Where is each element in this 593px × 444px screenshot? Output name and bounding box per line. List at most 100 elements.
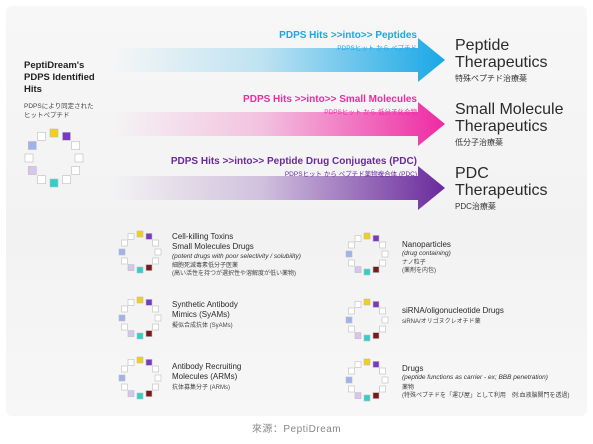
modality-title-line: Small Molecules Drugs (172, 242, 254, 251)
residue-square (372, 266, 380, 273)
residue-square (381, 376, 389, 384)
residue-square (152, 365, 159, 373)
residue-square (118, 248, 126, 256)
arrow-pdc-labels: PDPS Hits >>into>> Peptide Drug Conjugat… (112, 156, 417, 180)
residue-square (354, 301, 362, 308)
residue-square (118, 314, 126, 322)
residue-square (145, 330, 153, 337)
residue-square (354, 266, 362, 273)
arrows-layer (112, 38, 445, 210)
modality-syams-title: Synthetic Antibody Mimics (SyAMs) (172, 300, 238, 320)
modality-sirna-title: siRNA/oligonucleotide Drugs (402, 306, 504, 315)
pdc-therapeutics-title: PDC Therapeutics (455, 165, 548, 199)
arrow-peptides (112, 38, 445, 82)
residue-square (354, 332, 362, 339)
arrow-small-molecules (112, 102, 445, 146)
residue-square (372, 361, 380, 368)
modality-syams-jp: 擬似合成抗体 (SyAMs) (172, 323, 233, 329)
peptide-therapeutics-subtitle: 特殊ペプチド治療薬 (455, 74, 527, 83)
residue-square (37, 132, 46, 141)
residue-square (154, 374, 162, 382)
peptide-ring-icon (345, 358, 389, 402)
residue-square (121, 305, 128, 313)
target-title-line: PDC (455, 165, 489, 182)
residue-square (348, 241, 355, 249)
residue-square (348, 367, 355, 375)
residue-square (74, 153, 84, 163)
arrow-pdc (112, 166, 445, 210)
residue-square (136, 266, 144, 274)
residue-square (345, 316, 353, 324)
peptide-ring-icon (345, 232, 389, 276)
residue-square (121, 323, 128, 331)
residue-square (354, 392, 362, 399)
residue-square (145, 233, 153, 240)
modality-title-line: Molecules (ARMs) (172, 372, 238, 381)
source-title-line: PeptiDream's (24, 60, 85, 71)
residue-square (145, 264, 153, 271)
arrow-pdc-sublabel: PDPSヒット から ペプチド薬物複合体 (PDC) (284, 171, 417, 178)
residue-square (24, 153, 34, 163)
residue-square (127, 359, 135, 366)
peptide-ring-icon (118, 296, 162, 340)
residue-square (136, 230, 144, 238)
modality-title-line: Mimics (SyAMs) (172, 310, 230, 319)
residue-square (152, 305, 159, 313)
peptide-therapeutics-title: Peptide Therapeutics (455, 37, 548, 71)
source-subtitle: PDPSにより同定された ヒットペプチド (24, 103, 104, 120)
residue-square (145, 390, 153, 397)
residue-square (152, 323, 159, 331)
source-credit: 來源：PeptiDream (251, 424, 342, 435)
target-title-line: Therapeutics (455, 54, 548, 71)
modality-jp-line: (高い活性を持つが選択性や溶解度が低い薬物) (172, 271, 296, 277)
arrow-small-molecules-labels: PDPS Hits >>into>> Small Molecules PDPSヒ… (112, 94, 417, 118)
peptide-ring-icon (118, 356, 162, 400)
modality-drugs-title: Drugs (402, 364, 424, 373)
residue-square (37, 175, 46, 185)
residue-square (127, 233, 135, 240)
residue-square (154, 248, 162, 256)
pdc-therapeutics-subtitle: PDC治療薬 (455, 202, 496, 211)
diagram-panel (6, 6, 587, 416)
residue-square (363, 358, 371, 366)
modality-cell-killing-title: Cell-killing Toxins Small Molecules Drug… (172, 232, 254, 252)
residue-square (345, 376, 353, 384)
small-molecule-therapeutics-subtitle: 低分子治療薬 (455, 138, 503, 147)
target-title-line: Therapeutics (455, 182, 548, 199)
residue-square (372, 235, 380, 242)
residue-square (354, 235, 362, 242)
target-title-line: Therapeutics (455, 118, 548, 135)
peptide-ring-icon (118, 230, 162, 274)
residue-square (127, 299, 135, 306)
arrow-peptides-sublabel: PDPSヒット から ペプチド (337, 45, 417, 52)
residue-square (62, 175, 71, 185)
source-title: PeptiDream's PDPS Identified Hits (24, 60, 104, 96)
residue-square (345, 250, 353, 258)
modality-cell-killing-note: (potent drugs with poor selectivity / so… (172, 253, 301, 260)
residue-square (363, 298, 371, 306)
residue-square (49, 178, 59, 188)
peptide-ring-icon (24, 128, 84, 188)
peptide-ring-icon (345, 298, 389, 342)
source-subtitle-line: ヒットペプチド (24, 111, 70, 119)
residue-square (379, 307, 386, 315)
residue-square (363, 394, 371, 402)
residue-square (363, 232, 371, 240)
residue-square (372, 392, 380, 399)
modality-nanoparticles-title: Nanoparticles (402, 240, 451, 249)
modality-jp-line: 薬物 (402, 385, 415, 391)
residue-square (363, 334, 371, 342)
modality-drugs-note: (peptide functions as carrier - ex; BBB … (402, 374, 548, 381)
residue-square (62, 132, 71, 141)
residue-square (154, 314, 162, 322)
residue-square (381, 250, 389, 258)
residue-square (152, 257, 159, 265)
residue-square (121, 365, 128, 373)
residue-square (121, 239, 128, 247)
residue-square (379, 325, 386, 333)
modality-jp-line: (特殊ペプチドを「運び屋」として利用 例:血液脳関門を透過) (402, 393, 570, 399)
arrow-pdc-label: PDPS Hits >>into>> Peptide Drug Conjugat… (170, 156, 417, 167)
arrow-peptides-labels: PDPS Hits >>into>> Peptides PDPSヒット から ペ… (112, 30, 417, 54)
arrow-peptides-label: PDPS Hits >>into>> Peptides (279, 30, 417, 41)
residue-square (379, 241, 386, 249)
